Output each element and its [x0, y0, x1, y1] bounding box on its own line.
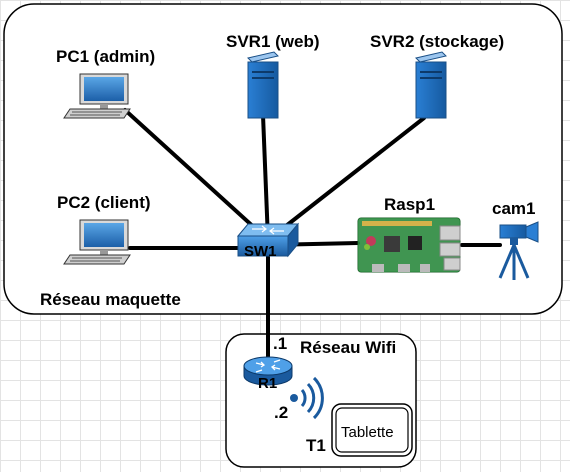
svr2-node[interactable]: SVR2 (stockage) — [370, 32, 504, 119]
zone-wifi-label: Réseau Wifi — [300, 338, 396, 357]
svr1-label: SVR1 (web) — [226, 32, 320, 51]
sw1-label: SW1 — [244, 243, 277, 260]
pc2-label: PC2 (client) — [57, 193, 151, 212]
cam1-node[interactable]: cam1 — [492, 199, 539, 280]
camera-tripod-icon — [498, 221, 539, 280]
pc1-node[interactable]: PC1 (admin) — [56, 47, 155, 119]
wifi-signal-icon — [290, 376, 324, 420]
sw1-node[interactable]: SW1 — [236, 222, 300, 260]
router-icon — [243, 356, 293, 386]
link-svr1-sw1 — [261, 113, 270, 242]
network-switch-icon — [236, 222, 300, 258]
desktop-computer-icon — [63, 73, 131, 119]
t1-label: T1 — [306, 436, 326, 455]
raspberry-pi-board-icon — [357, 217, 461, 273]
r1-ip-suffix: .1 — [273, 334, 287, 353]
t1-ip-suffix: .2 — [274, 403, 288, 422]
rasp1-label: Rasp1 — [384, 195, 435, 214]
pc2-node[interactable]: PC2 (client) — [57, 193, 151, 265]
server-tower-icon — [247, 51, 279, 119]
svr1-node[interactable]: SVR1 (web) — [226, 32, 320, 119]
cam1-label: cam1 — [492, 199, 535, 218]
r1-node[interactable]: .1 R1 — [243, 334, 293, 392]
server-tower-icon — [415, 51, 447, 119]
t1-tablet-label: Tablette — [341, 424, 394, 441]
desktop-computer-icon — [63, 219, 131, 265]
t1-node[interactable]: .2 Tablette T1 — [274, 403, 413, 457]
r1-label: R1 — [258, 375, 277, 392]
tablet-icon — [331, 403, 413, 457]
pc1-label: PC1 (admin) — [56, 47, 155, 66]
svr2-label: SVR2 (stockage) — [370, 32, 504, 51]
zone-maquette-label: Réseau maquette — [40, 290, 181, 309]
link-pc1-sw1 — [123, 108, 270, 242]
rasp1-node[interactable]: Rasp1 — [357, 195, 461, 273]
link-svr2-sw1 — [266, 116, 426, 242]
